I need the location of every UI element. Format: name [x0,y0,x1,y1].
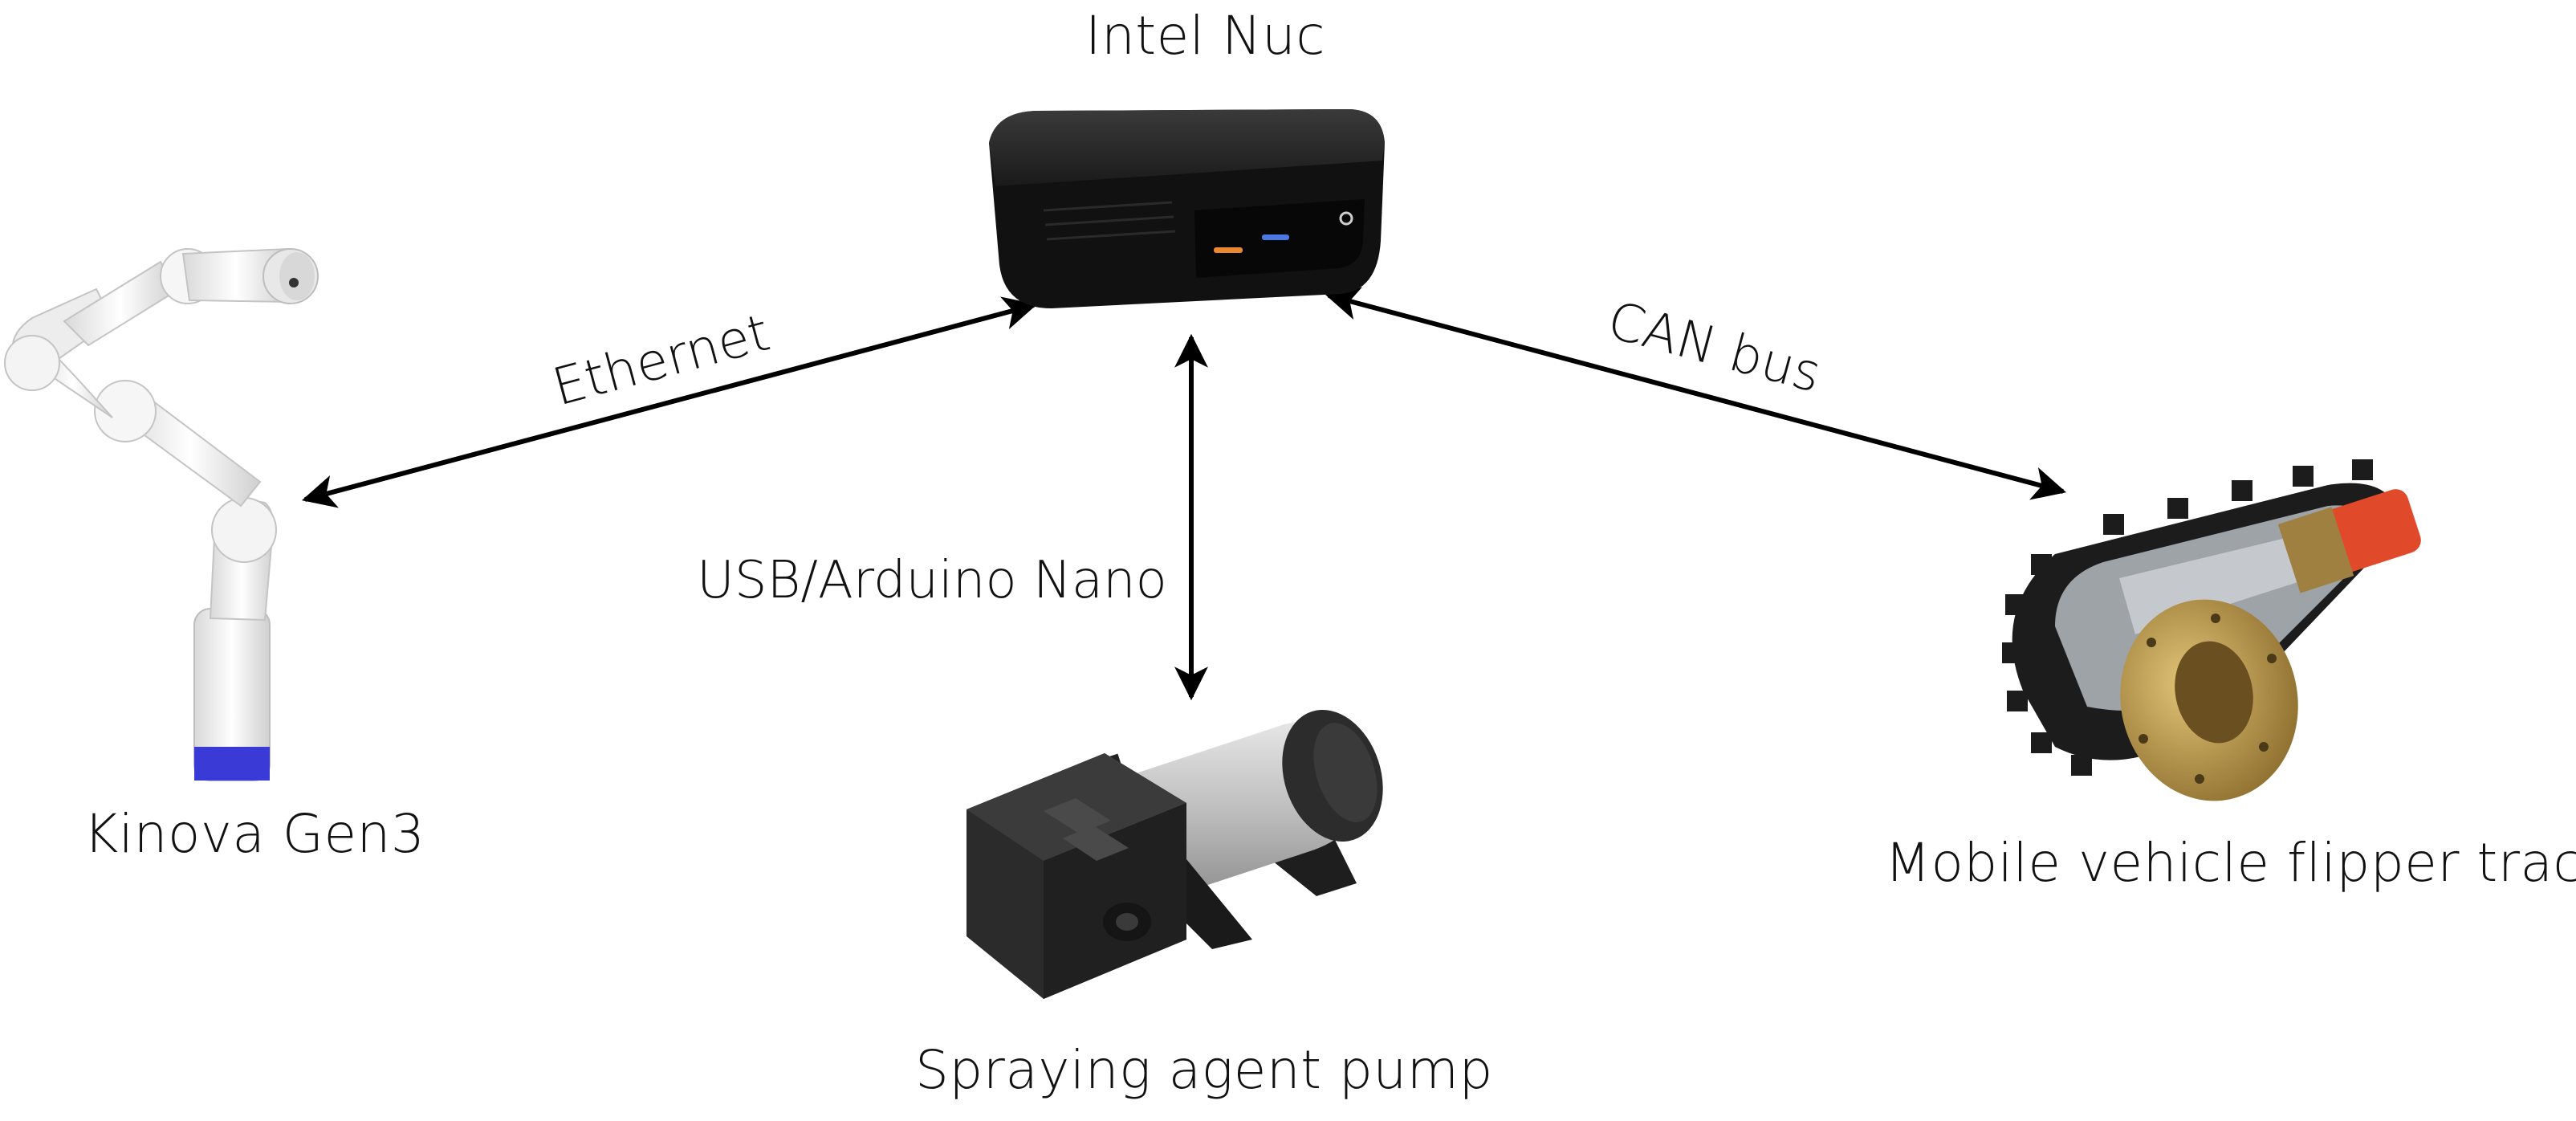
pump-icon [967,709,1383,999]
usb-port-blue-icon [1262,234,1289,240]
flipper-track-icon [2002,459,2421,801]
can-arrow [1325,287,2067,500]
robot-arm-icon [4,247,319,781]
nuc-label: Intel Nuc [1085,5,1326,67]
tracks-label: Mobile vehicle flipper tracks [1885,832,2576,894]
mini-pc-icon [989,109,1385,308]
pump-label: Spraying agent pump [915,1039,1493,1101]
ethernet-arrow [301,296,1038,508]
arm-label: Kinova Gen3 [83,803,425,865]
usb-label: USB/Arduino Nano [697,551,1167,610]
usb-port-orange-icon [1214,247,1243,253]
power-button-icon [1339,211,1353,226]
